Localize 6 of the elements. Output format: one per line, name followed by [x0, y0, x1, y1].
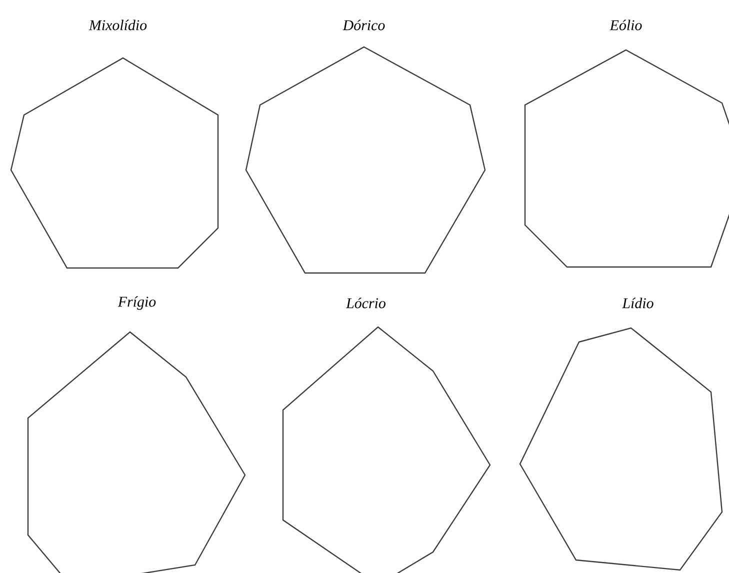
heptagon-title: Dórico: [342, 20, 385, 30]
heptagon-title: Eólio: [610, 20, 642, 30]
heptagon-title: Lócrio: [346, 298, 386, 308]
heptagon-title: Mixolídio: [88, 20, 147, 30]
heptagon-title: Frígio: [118, 296, 156, 310]
heptagon-title: Lídio: [622, 298, 654, 308]
